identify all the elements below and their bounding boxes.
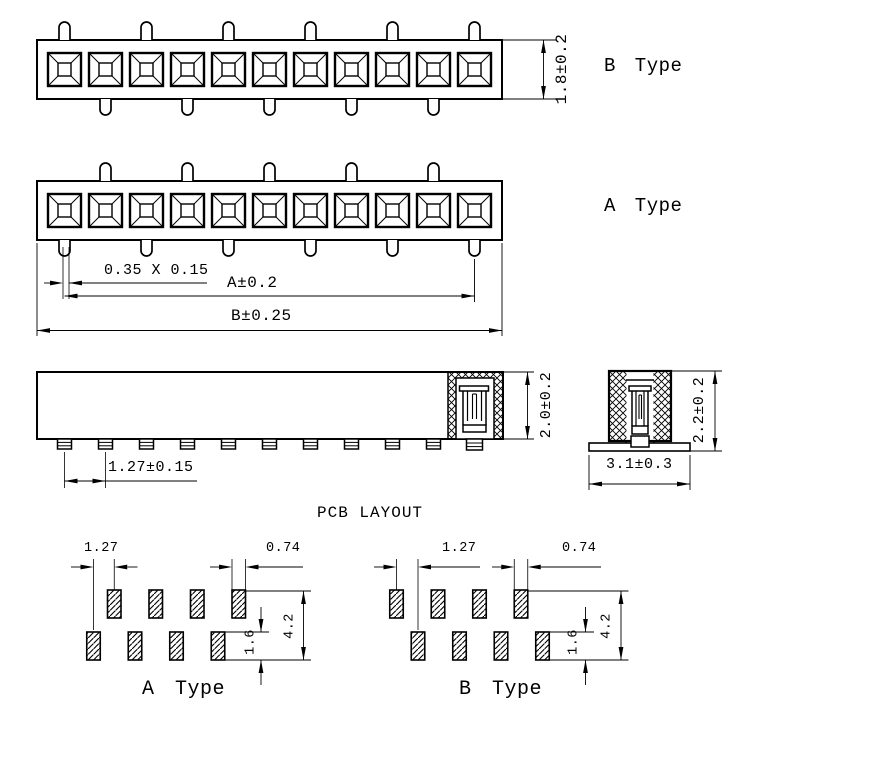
pcb-b-dim-span: 4.2 <box>599 613 615 639</box>
pcb-b-dim-pad-width: 0.74 <box>562 541 597 556</box>
dim-span-a: A±0.2 <box>227 274 278 292</box>
view-top-a-type <box>36 162 503 336</box>
dim-pin-size: 0.35 X 0.15 <box>104 262 209 279</box>
pcb-a-dim-pad-width: 0.74 <box>266 541 301 556</box>
dim-section-height: 2.2±0.2 <box>690 376 708 444</box>
label-pcb-b-type: B Type <box>459 678 543 701</box>
label-view-a-type: A Type <box>604 195 683 217</box>
pcb-a-dim-span: 4.2 <box>282 613 298 639</box>
pcb-b-dim-pad-height: 1.6 <box>566 629 582 655</box>
pcb-layout-title: PCB LAYOUT <box>317 504 424 522</box>
dim-side-height: 2.0±0.2 <box>537 371 555 439</box>
dim-side-pitch: 1.27±0.15 <box>108 459 194 476</box>
view-section-end <box>588 369 722 490</box>
dim-section-width: 3.1±0.3 <box>606 456 673 473</box>
dim-width-b: B±0.25 <box>231 307 292 325</box>
pcb-a-dim-pad-height: 1.6 <box>243 629 259 655</box>
view-pcb-layout-a <box>71 559 311 685</box>
view-pcb-layout-b <box>374 559 629 685</box>
dim-top-b-height: 1.8±0.2 <box>553 33 572 105</box>
label-view-b-type: B Type <box>604 55 683 77</box>
label-pcb-a-type: A Type <box>142 678 226 701</box>
view-side-profile <box>36 371 534 488</box>
pcb-b-dim-pitch: 1.27 <box>442 541 477 556</box>
pcb-a-dim-pitch: 1.27 <box>84 541 119 556</box>
view-top-b-type <box>36 21 557 116</box>
